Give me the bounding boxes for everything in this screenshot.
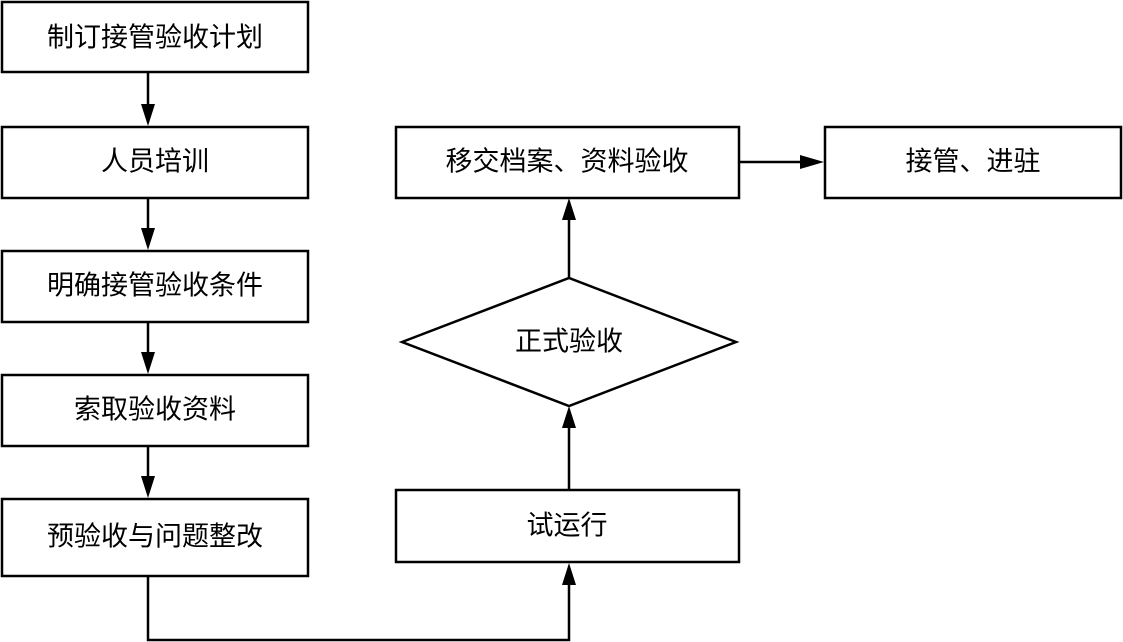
node-plan-label: 制订接管验收计划: [47, 23, 263, 54]
node-handover-box: [394, 125, 741, 200]
node-training-box: [0, 125, 310, 200]
arrowhead-handover: [562, 198, 576, 220]
node-plan-box: [0, 0, 310, 74]
arrowhead-trial-run: [562, 563, 576, 585]
node-formal-acceptance-label: 正式验收: [515, 327, 623, 358]
node-training-label: 人员培训: [101, 147, 209, 178]
node-training: 人员培训: [0, 125, 310, 200]
arrowhead-takeover: [800, 155, 824, 169]
node-pre-acceptance: 预验收与问题整改: [0, 497, 310, 578]
node-pre-acceptance-box: [0, 497, 310, 578]
node-formal-acceptance-diamond: [398, 276, 740, 408]
node-plan: 制订接管验收计划: [0, 0, 310, 74]
node-formal-acceptance: 正式验收: [398, 276, 740, 408]
edges: [141, 72, 824, 642]
node-trial-run-label: 试运行: [527, 511, 608, 542]
arrowhead-pre-acceptance: [141, 476, 155, 498]
arrowhead-formal-acceptance: [562, 406, 576, 428]
arrowhead-materials: [141, 352, 155, 374]
node-pre-acceptance-label: 预验收与问题整改: [47, 522, 263, 553]
node-materials-box: [0, 373, 310, 448]
node-handover-label: 移交档案、资料验收: [446, 147, 689, 178]
edge-pre-acceptance-to-trial-run: [146, 576, 571, 642]
arrowhead-training: [141, 104, 155, 126]
node-trial-run-box: [394, 488, 741, 564]
node-trial-run: 试运行: [394, 488, 741, 564]
node-takeover-label: 接管、进驻: [906, 147, 1041, 178]
node-conditions-label: 明确接管验收条件: [47, 271, 263, 302]
node-conditions-box: [0, 249, 310, 324]
node-materials: 索取验收资料: [0, 373, 310, 448]
arrowhead-conditions: [141, 228, 155, 250]
node-conditions: 明确接管验收条件: [0, 249, 310, 324]
node-takeover: 接管、进驻: [823, 125, 1123, 200]
node-takeover-box: [823, 125, 1123, 200]
node-materials-label: 索取验收资料: [74, 395, 236, 426]
node-handover: 移交档案、资料验收: [394, 125, 741, 200]
